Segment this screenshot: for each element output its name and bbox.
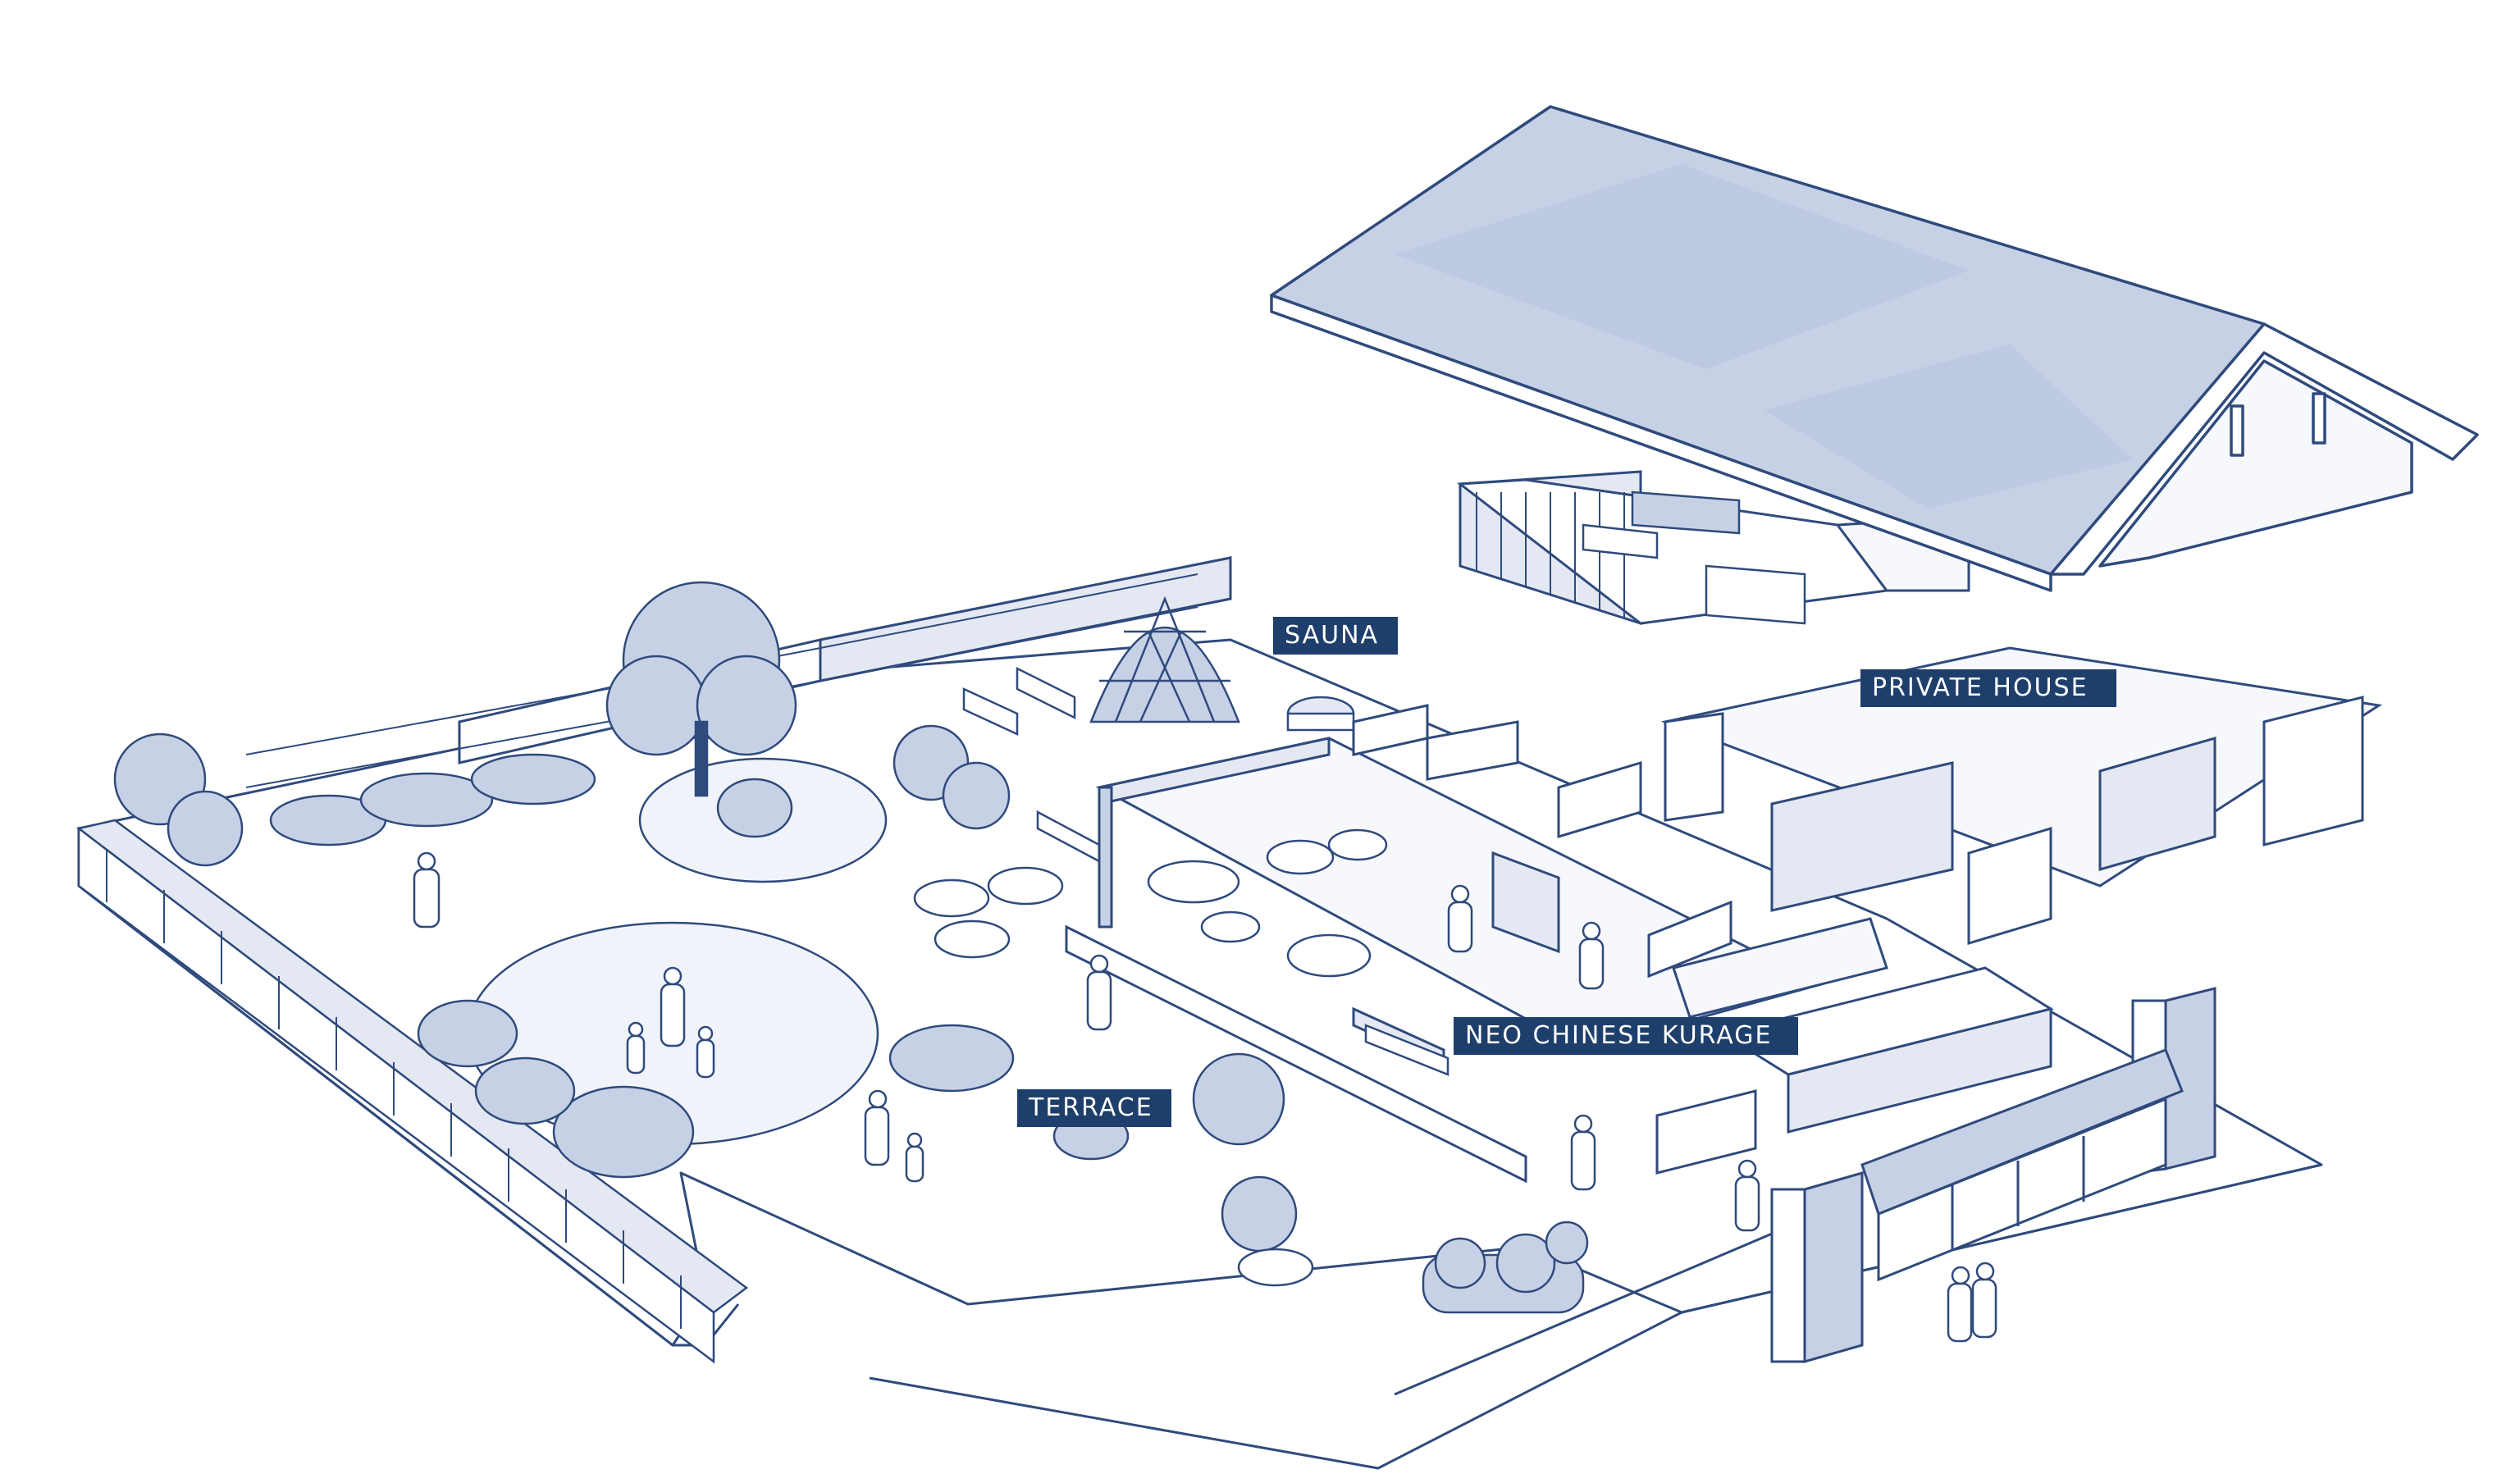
family-terrace (864, 1089, 924, 1183)
roof (1270, 105, 2479, 592)
trees (113, 581, 1589, 1314)
private-house-ground-floor (1660, 646, 2383, 946)
left-fence-slats (106, 849, 682, 1329)
small-lawn (888, 1024, 1015, 1093)
street-line (1394, 1204, 1838, 1396)
label-neo-chinese-kurage: NEO CHINESE KURAGE (1454, 1017, 1798, 1055)
roof-gable (2049, 322, 2479, 576)
loungers (962, 666, 1101, 864)
sauna-dome (1089, 595, 1240, 723)
person-terrace-walking (1086, 954, 1112, 1031)
label-terrace: TERRACE (1017, 1089, 1171, 1127)
left-fence (76, 819, 749, 1364)
person-walking-lawn (413, 851, 441, 929)
label-sauna: SAUNA (1273, 617, 1398, 655)
kitchen-block (1655, 966, 2054, 1175)
ground-edge (78, 884, 740, 1347)
person-restaurant (1447, 884, 1605, 990)
label-private-house: PRIVATE HOUSE (1860, 669, 2116, 707)
roof-fascia (1270, 294, 2052, 592)
upstairs-furniture (1582, 491, 1806, 625)
hot-tub (1286, 696, 1355, 732)
street-edge (869, 1163, 2322, 1470)
people (413, 851, 1997, 1343)
roof-shading (1395, 164, 2133, 509)
interior-partitions (1352, 704, 1888, 1019)
person-street (1570, 1114, 1997, 1343)
street-facade (1770, 987, 2216, 1363)
family-lawn (626, 966, 715, 1079)
terrace-planters (913, 866, 1314, 1287)
restaurant-tables (1147, 828, 1449, 1076)
slatted-wall-lines (1476, 492, 1625, 619)
gable-window (2230, 404, 2244, 457)
